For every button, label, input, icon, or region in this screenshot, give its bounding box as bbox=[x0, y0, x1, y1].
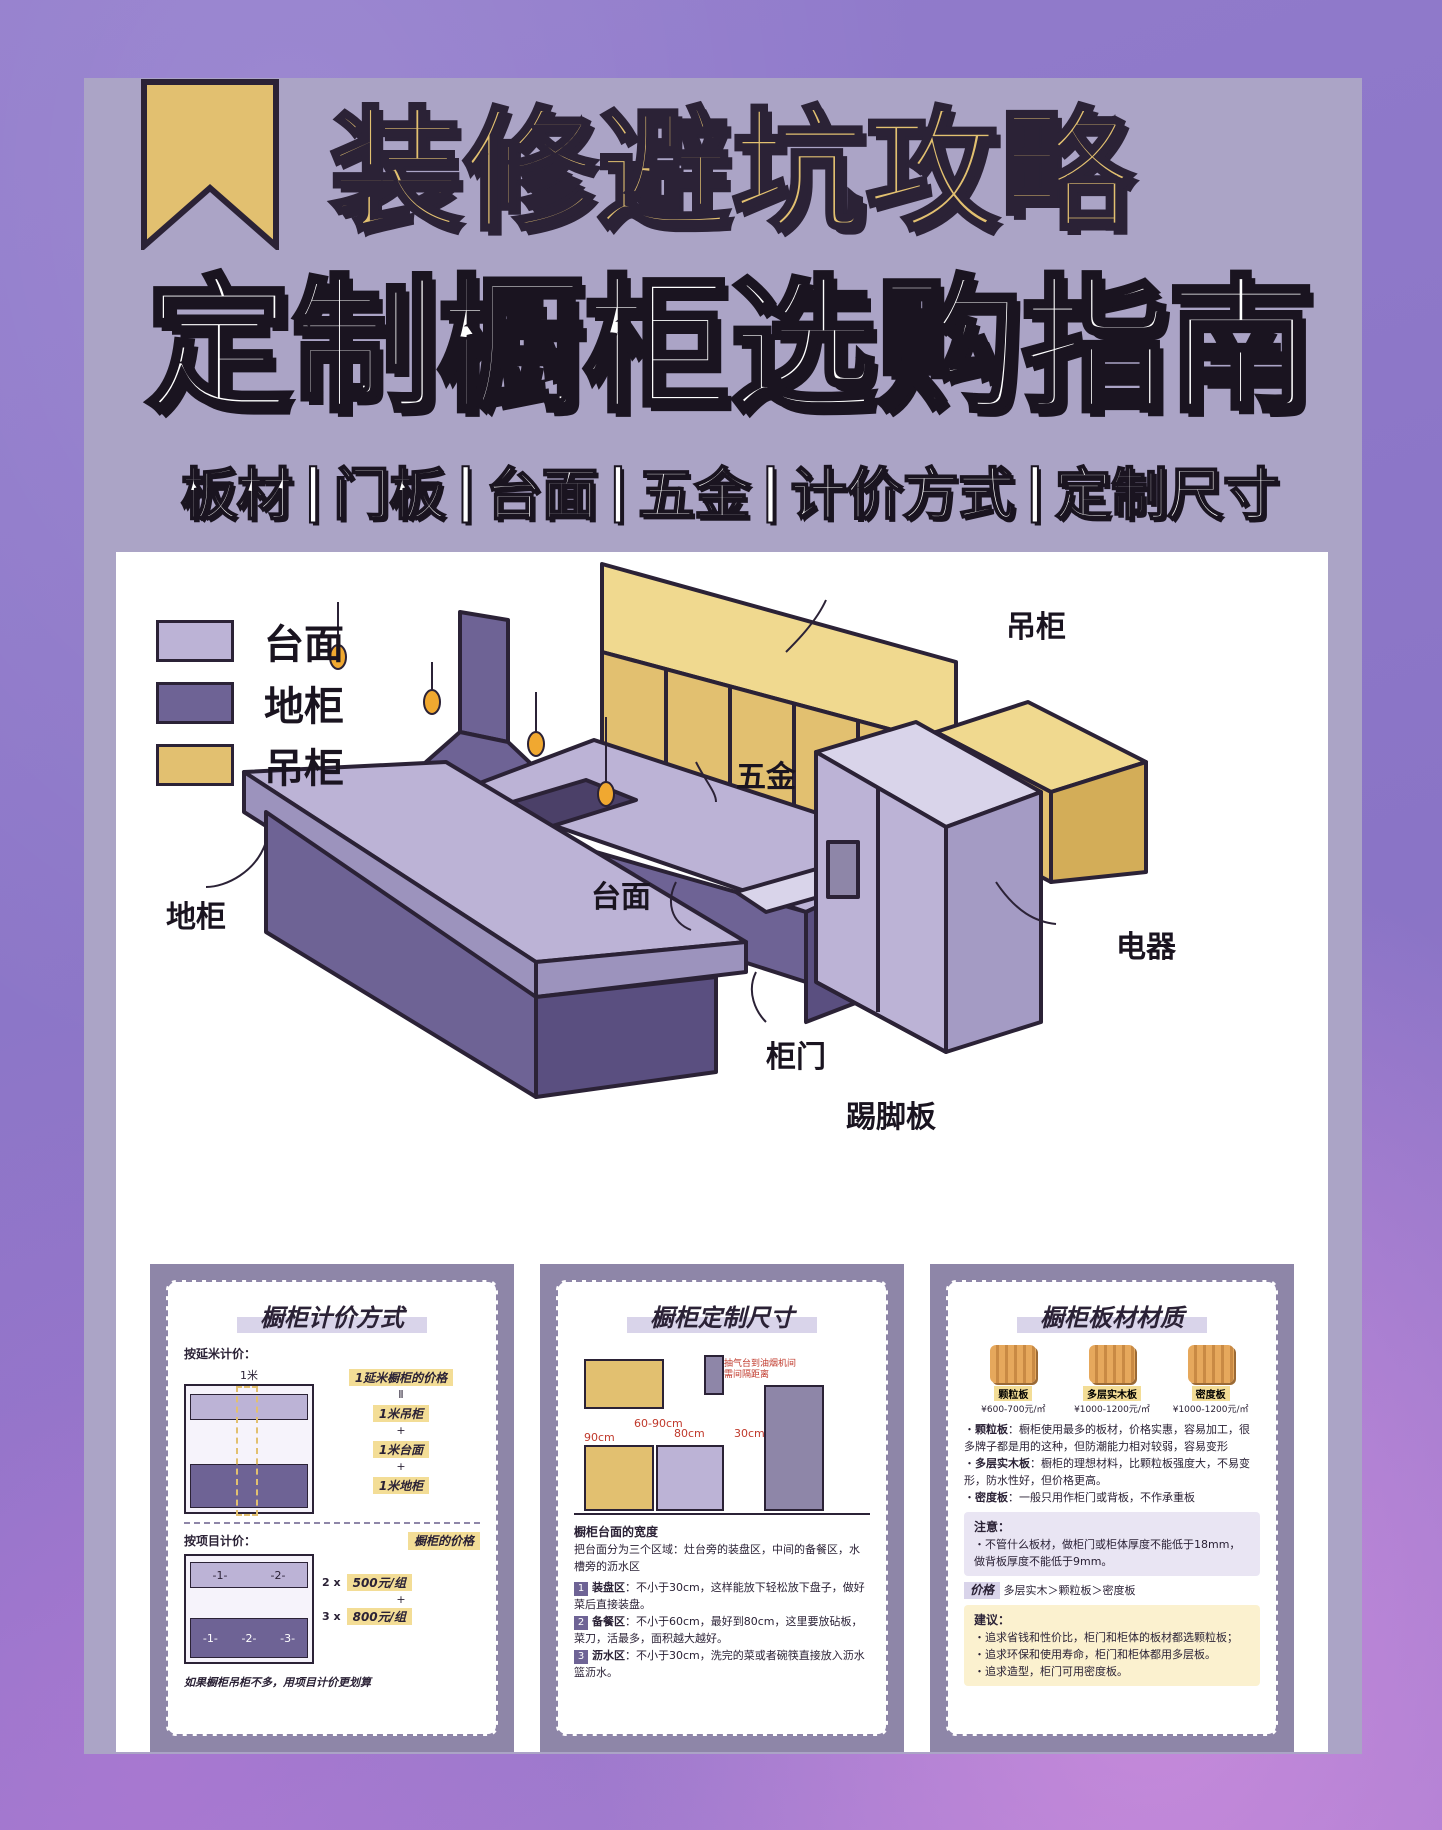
card-pricing: 橱柜计价方式 按延米计价： 1米 1延米橱柜的价格 Ⅱ 1米吊柜 + 1米台面 bbox=[150, 1264, 514, 1752]
legend-row-countertop: 台面 bbox=[156, 610, 344, 672]
legend-row-base-cabinet: 地柜 bbox=[156, 672, 344, 734]
cabinet-label: -2- bbox=[270, 1568, 286, 1582]
legend-label: 吊柜 bbox=[264, 746, 344, 792]
tag-separator: | bbox=[302, 457, 324, 524]
size-heading: 橱柜台面的宽度 bbox=[574, 1525, 659, 1539]
cabinet-label: -1- bbox=[202, 1631, 218, 1645]
dim-annotation: 30cm bbox=[734, 1427, 765, 1440]
card-title: 橱柜定制尺寸 bbox=[627, 1298, 817, 1333]
price-per-meter-tag: 1延米橱柜的价格 bbox=[348, 1369, 454, 1386]
wood-icon bbox=[1088, 1345, 1135, 1383]
kitchen-sketch bbox=[184, 1384, 314, 1516]
equals-sign: Ⅱ bbox=[398, 1388, 404, 1401]
cabinet-label: -1- bbox=[212, 1568, 228, 1582]
cabinet-label: -3- bbox=[280, 1631, 296, 1645]
title-line2: 定制橱柜选购指南 bbox=[144, 260, 1317, 435]
plus-sign: + bbox=[396, 1424, 406, 1437]
tag-separator: | bbox=[759, 457, 781, 524]
legend-swatch bbox=[156, 620, 234, 662]
material-item: 颗粒板 ¥600-700元/㎡ bbox=[968, 1345, 1058, 1415]
tag-item: 门板 bbox=[332, 462, 446, 529]
suggest-box: 建议： ・追求省钱和性价比，柜门和柜体的板材都选颗粒板； ・追求环保和使用寿命，… bbox=[964, 1605, 1260, 1686]
item-tag: 1米地柜 bbox=[372, 1477, 430, 1494]
material-row: 颗粒板 ¥600-700元/㎡ 多层实木板 ¥1000-1200元/㎡ 密度板 … bbox=[964, 1345, 1260, 1415]
topic-tags: 板材 | 门板 | 台面 | 五金 | 计价方式 | 定制尺寸 bbox=[120, 450, 1340, 530]
callout-appliance: 电器 bbox=[1116, 930, 1176, 965]
unit-price: 800元/组 bbox=[346, 1608, 413, 1625]
callout-kick-board: 踢脚板 bbox=[846, 1100, 936, 1135]
card-size: 橱柜定制尺寸 60-90cm 90cm 30cm 80cm 抽气台到油烟机间需间… bbox=[540, 1264, 904, 1752]
tag-item: 板材 bbox=[180, 462, 294, 529]
unit-price: 500元/组 bbox=[346, 1574, 413, 1591]
one-meter-label: 1米 bbox=[240, 1369, 258, 1382]
card-title: 橱柜板材材质 bbox=[1017, 1298, 1207, 1333]
kitchen-illustration bbox=[205, 562, 1148, 1099]
dim-annotation: 80cm bbox=[674, 1427, 705, 1440]
material-desc: ・多层实木板：橱柜的理想材料，比颗粒板强度大，不易变形，防水性好，但价格更高。 bbox=[964, 1457, 1250, 1487]
size-sketch: 60-90cm 90cm 30cm 80cm 抽气台到油烟机间需间隔距离 bbox=[574, 1345, 870, 1515]
card-title: 橱柜计价方式 bbox=[237, 1298, 427, 1333]
card-material: 橱柜板材材质 颗粒板 ¥600-700元/㎡ 多层实木板 ¥1000-1200元… bbox=[930, 1264, 1294, 1752]
note-box: 注意： ・不管什么板材，做柜门或柜体厚度不能低于18mm，做背板厚度不能低于9m… bbox=[964, 1512, 1260, 1576]
tag-item: 定制尺寸 bbox=[1054, 462, 1280, 529]
cabinet-label: -2- bbox=[241, 1631, 257, 1645]
item-tag: 1米台面 bbox=[372, 1441, 430, 1458]
legend-swatch bbox=[156, 744, 234, 786]
tag-item: 计价方式 bbox=[790, 462, 1016, 529]
by-meter-label: 按延米计价： bbox=[184, 1347, 257, 1361]
callout-base-cabinet: 地柜 bbox=[166, 900, 226, 935]
qty: 2 x bbox=[322, 1576, 341, 1589]
tag-item: 台面 bbox=[485, 462, 599, 529]
material-desc: ・密度板：一般只用作柜门或背板，不作承重板 bbox=[964, 1491, 1195, 1504]
size-intro: 把台面分为三个区域：灶台旁的装盘区，中间的备餐区，水槽旁的沥水区 bbox=[574, 1543, 860, 1573]
material-item: 密度板 ¥1000-1200元/㎡ bbox=[1166, 1345, 1256, 1415]
legend-row-hanging-cabinet: 吊柜 bbox=[156, 734, 344, 796]
bookmark-icon bbox=[141, 79, 279, 250]
callout-hanging-cabinet: 吊柜 bbox=[1006, 610, 1066, 645]
callout-hardware: 五金 bbox=[736, 760, 796, 795]
pricing-footnote: 如果橱柜吊柜不多，用项目计价更划算 bbox=[184, 1676, 371, 1689]
qty: 3 x bbox=[322, 1610, 341, 1623]
wood-icon bbox=[990, 1345, 1037, 1383]
by-item-label: 按项目计价： bbox=[184, 1534, 257, 1548]
price-order: 价格 多层实木＞颗粒板＞密度板 bbox=[964, 1582, 1260, 1599]
dim-annotation: 60-90cm bbox=[634, 1417, 683, 1430]
title-line1: 装修避坑攻略 bbox=[328, 93, 1134, 251]
material-item: 多层实木板 ¥1000-1200元/㎡ bbox=[1067, 1345, 1157, 1415]
legend: 台面 地柜 吊柜 bbox=[156, 610, 344, 796]
callout-cabinet-door: 柜门 bbox=[766, 1040, 826, 1075]
callout-countertop: 台面 bbox=[591, 880, 651, 915]
kitchen-diagram-panel: 台面 地柜 吊柜 吊柜 五金 台面 地柜 电器 柜门 踢脚板 橱柜计价方式 按延… bbox=[116, 552, 1328, 1752]
tag-separator: | bbox=[607, 457, 629, 524]
legend-label: 台面 bbox=[264, 622, 344, 668]
plus-sign: + bbox=[396, 1460, 406, 1473]
cabinet-price-tag: 橱柜的价格 bbox=[407, 1532, 480, 1550]
legend-swatch bbox=[156, 682, 234, 724]
dim-note: 抽气台到油烟机间需间隔距离 bbox=[724, 1359, 797, 1380]
item-tag: 1米吊柜 bbox=[372, 1405, 430, 1422]
wood-icon bbox=[1187, 1345, 1234, 1383]
dim-annotation: 90cm bbox=[584, 1431, 615, 1444]
tag-separator: | bbox=[1024, 457, 1046, 524]
kitchen-sketch-items: -1- -2- -1- -2- -3- bbox=[184, 1554, 314, 1664]
legend-label: 地柜 bbox=[264, 684, 344, 730]
plus-sign: + bbox=[396, 1593, 406, 1606]
tag-separator: | bbox=[454, 457, 476, 524]
tag-item: 五金 bbox=[637, 462, 751, 529]
material-desc: ・颗粒板：橱柜使用最多的板材，价格实惠，容易加工，很多牌子都是用的这种，但防潮能… bbox=[964, 1423, 1250, 1453]
